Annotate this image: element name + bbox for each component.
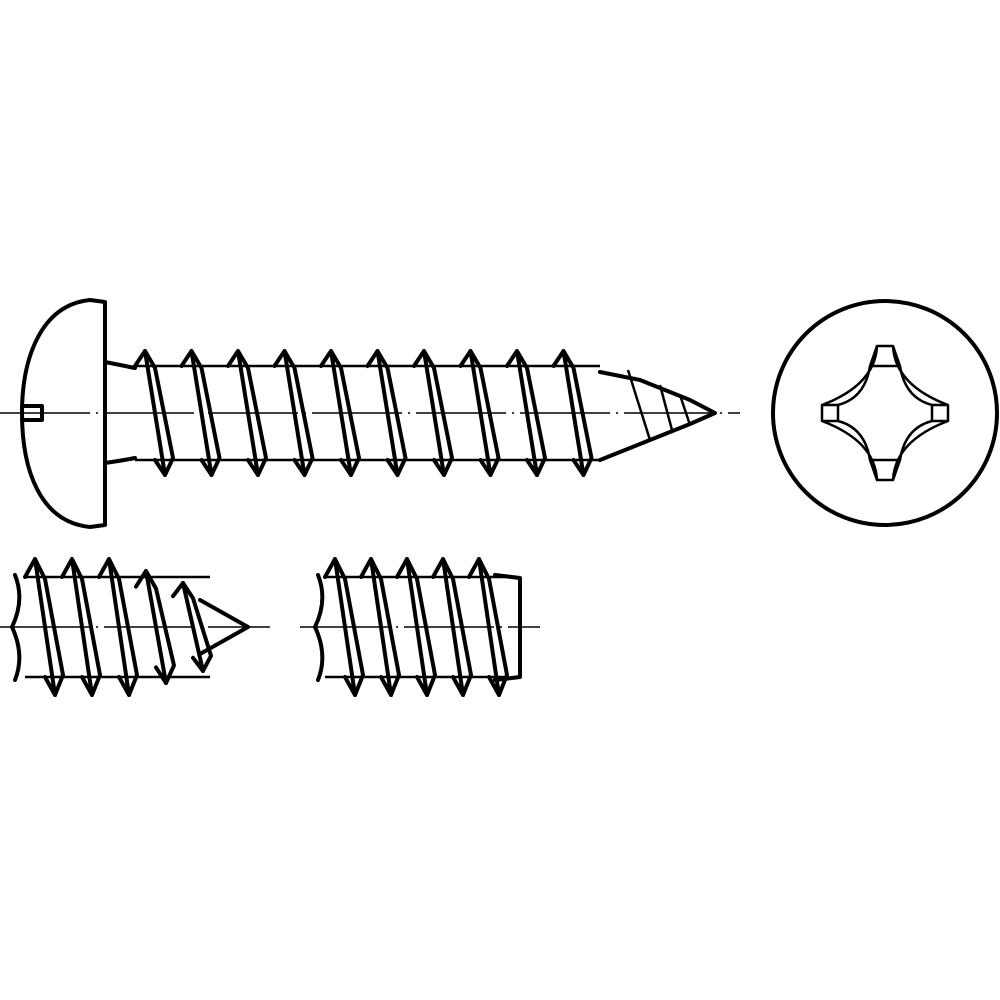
blunt-end (493, 573, 522, 682)
side-view (0, 298, 740, 529)
shank-neck (103, 360, 137, 465)
pan-head (20, 298, 107, 529)
phillips-recess-edges (822, 345, 948, 481)
thread-crests (23, 557, 213, 697)
top-view (771, 299, 999, 527)
tip-thread (626, 369, 692, 441)
point-view-left (0, 557, 270, 697)
point-tip (198, 598, 250, 656)
thread-root-lines (325, 575, 505, 679)
thread-main (133, 349, 600, 477)
head-slot (20, 404, 44, 422)
thread-left (23, 557, 213, 697)
thread-crests (133, 349, 594, 477)
thread-crests (323, 557, 509, 697)
thread-root-lines (25, 575, 210, 679)
phillips-recess-inner (836, 364, 934, 462)
head-outline-circle (771, 299, 999, 527)
thread-middle (323, 557, 509, 697)
thread-root-lines (135, 364, 600, 462)
break-line-left (10, 573, 22, 682)
point-view-middle (300, 557, 540, 697)
break-line-middle (313, 573, 325, 682)
screw-tip (598, 370, 717, 462)
